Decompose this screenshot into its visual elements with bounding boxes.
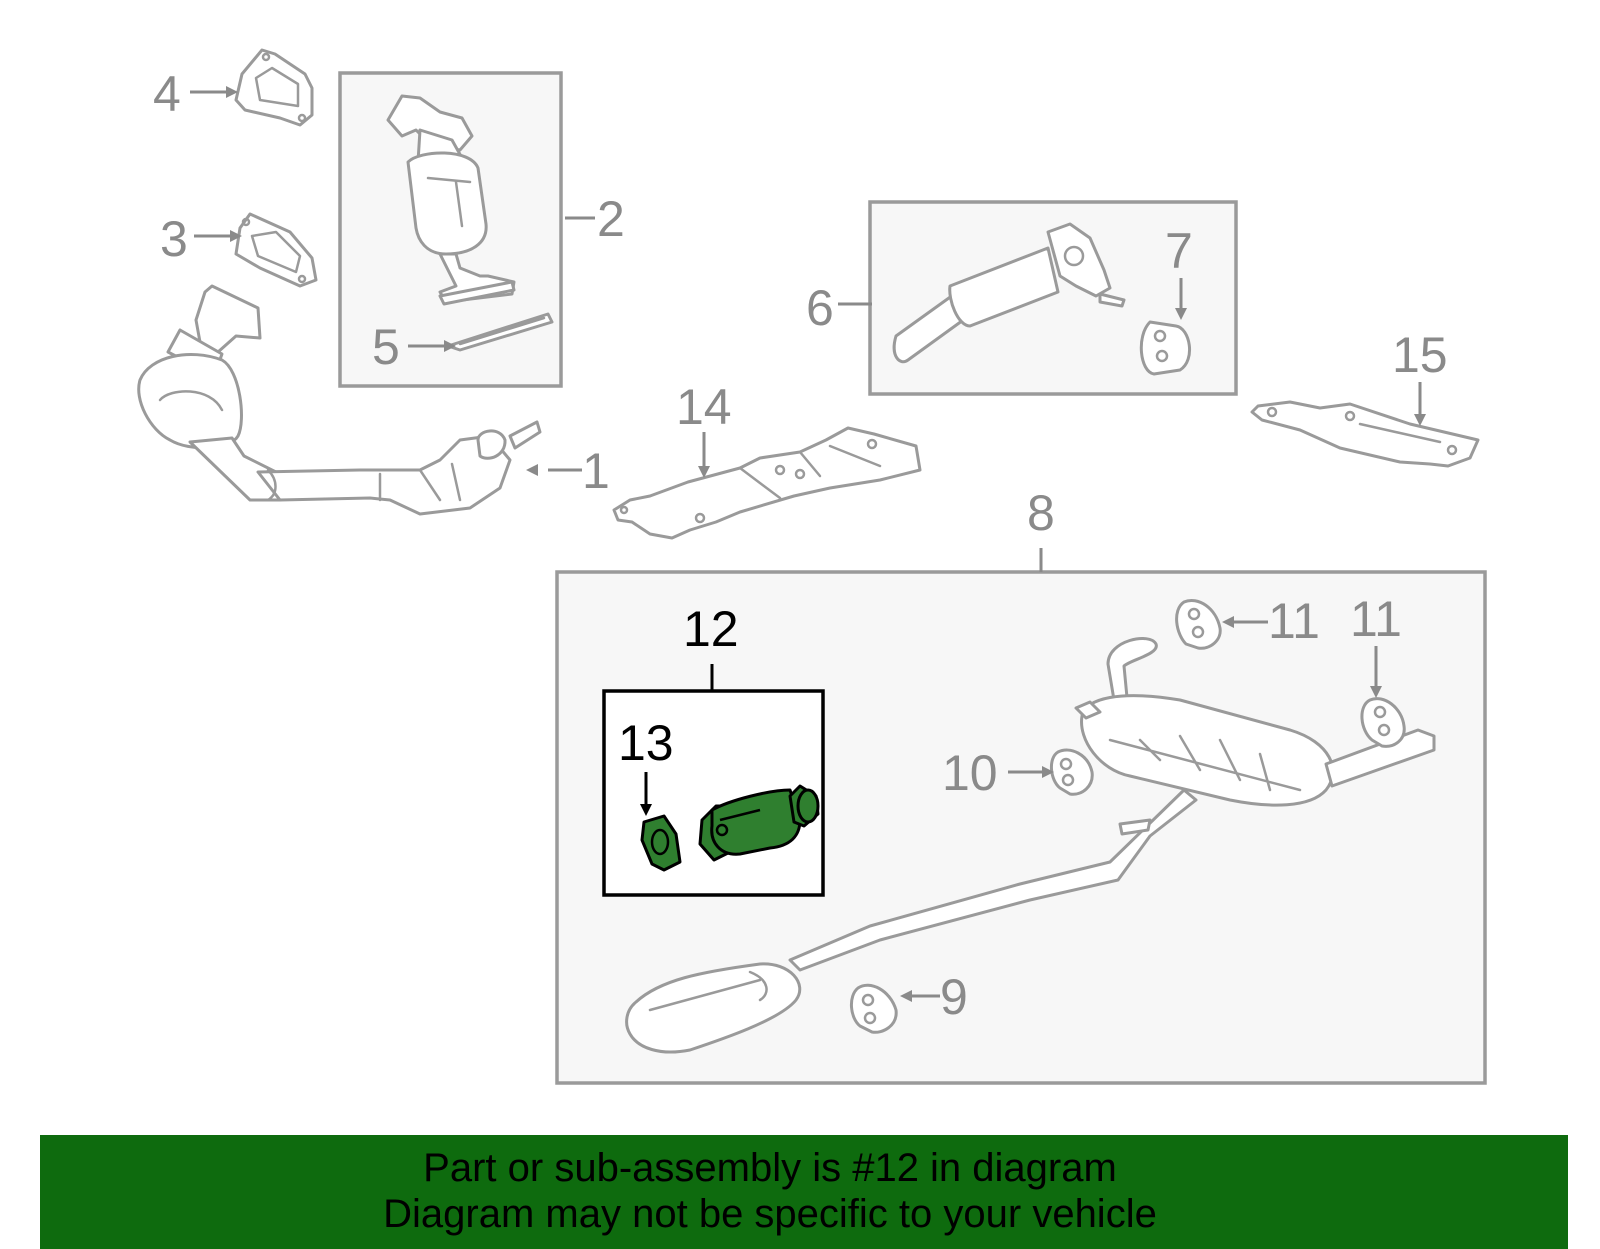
part-5-heat-shield[interactable] xyxy=(446,312,554,352)
part-13-gasket-highlighted[interactable] xyxy=(640,814,682,872)
callout-1: 1 xyxy=(582,443,610,499)
part-4-gasket[interactable] xyxy=(234,48,314,127)
callout-7: 7 xyxy=(1165,223,1193,279)
callout-11-b: 11 xyxy=(1350,591,1402,647)
callout-12: 12 xyxy=(683,601,739,657)
info-banner: Part or sub-assembly is #12 in diagram D… xyxy=(40,1135,1568,1249)
part-12-converter-highlighted[interactable] xyxy=(698,784,820,862)
part-10-insulator[interactable] xyxy=(1050,748,1094,796)
banner-line-disclaimer: Diagram may not be specific to your vehi… xyxy=(383,1192,1157,1236)
callout-15: 15 xyxy=(1392,327,1448,383)
part-11-insulator-b[interactable] xyxy=(1360,697,1406,748)
callout-4: 4 xyxy=(153,66,181,122)
part-11-insulator-a[interactable] xyxy=(1175,599,1222,650)
callout-3: 3 xyxy=(160,211,188,267)
part-6-pipe[interactable] xyxy=(892,222,1126,364)
callout-13: 13 xyxy=(618,715,674,771)
callout-11-a: 11 xyxy=(1268,593,1320,649)
part-1-exhaust-pipe[interactable] xyxy=(137,284,542,516)
callout-9: 9 xyxy=(940,969,968,1025)
callout-2: 2 xyxy=(597,191,625,247)
part-9-insulator[interactable] xyxy=(850,983,898,1034)
part-3-gasket[interactable] xyxy=(234,212,318,288)
callout-14: 14 xyxy=(676,379,732,435)
part-7-insulator[interactable] xyxy=(1139,320,1192,376)
callout-10: 10 xyxy=(942,745,998,801)
callout-6: 6 xyxy=(806,280,834,336)
part-15-heat-shield[interactable] xyxy=(1250,400,1480,468)
part-8-muffler-assembly[interactable] xyxy=(625,637,1436,1054)
part-14-heat-shield[interactable] xyxy=(612,426,922,540)
callout-8: 8 xyxy=(1027,485,1055,541)
part-2-manifold-converter[interactable] xyxy=(386,94,516,306)
callout-5: 5 xyxy=(372,319,400,375)
leader-lines xyxy=(190,86,1426,1002)
banner-line-part-number: Part or sub-assembly is #12 in diagram xyxy=(423,1146,1117,1190)
